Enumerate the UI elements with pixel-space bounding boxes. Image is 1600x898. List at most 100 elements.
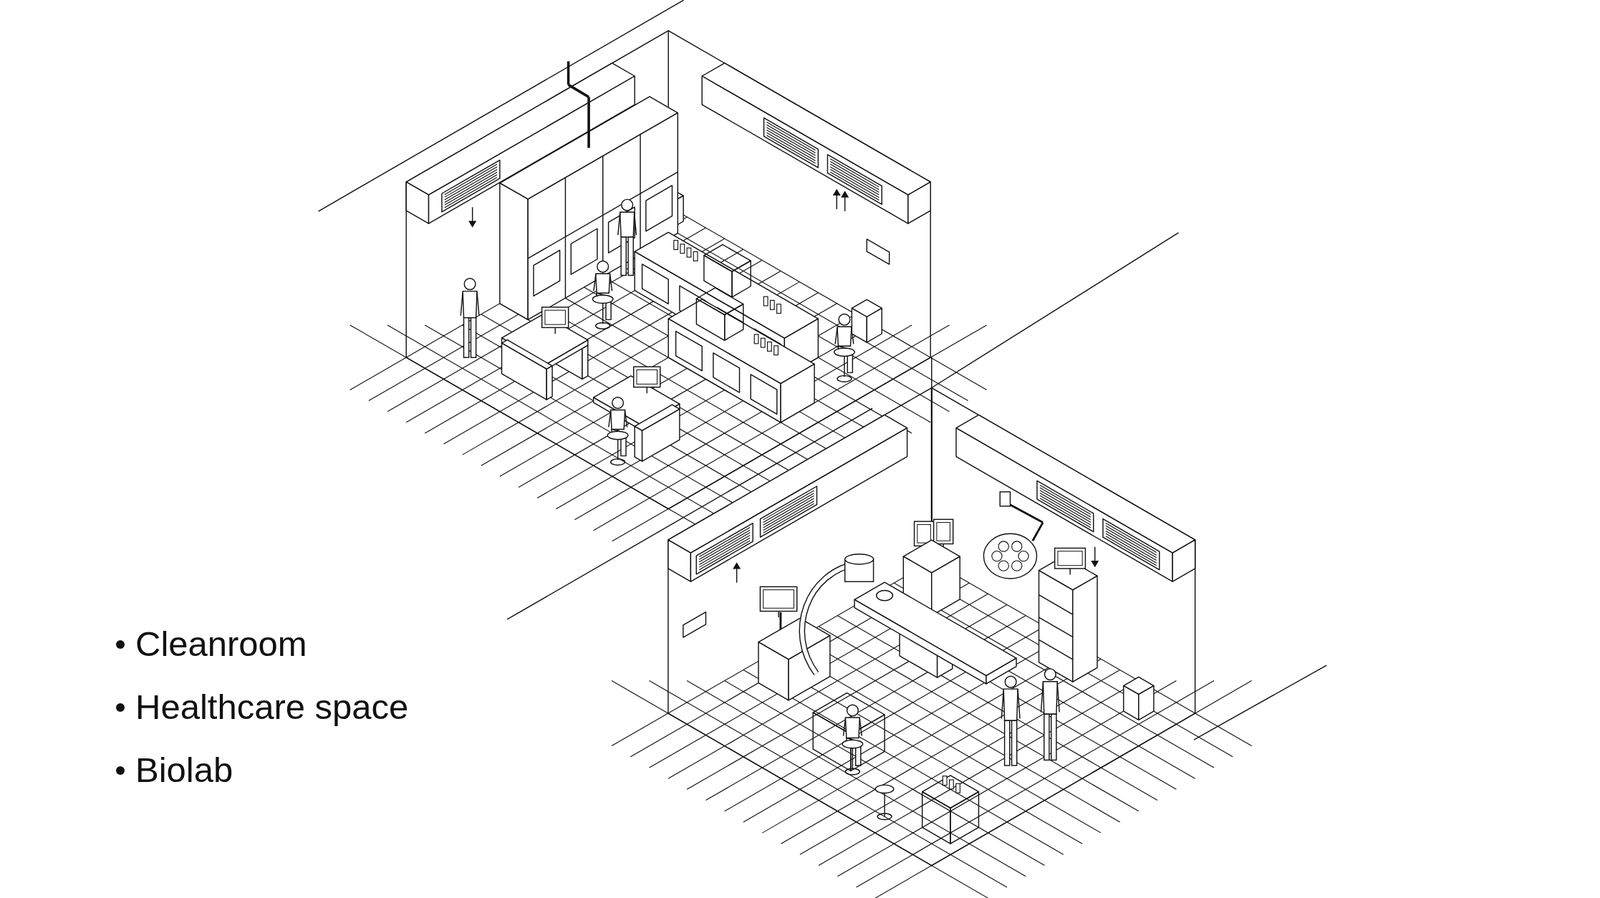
lab-bottle	[769, 300, 775, 310]
air-grille	[699, 535, 750, 566]
air-duct	[668, 540, 691, 582]
bullet-item: Cleanroom	[107, 613, 409, 677]
bullet-item: Healthcare space	[107, 676, 409, 740]
floor-grid	[856, 681, 1214, 888]
air-duct	[701, 63, 931, 195]
extension-line	[931, 232, 1179, 389]
monitor	[936, 522, 951, 542]
desk-panel	[642, 408, 680, 462]
desk-leg	[502, 343, 548, 400]
air-grille	[764, 118, 819, 168]
bullet-dot	[116, 766, 125, 775]
stool	[877, 813, 892, 821]
instrument-trolley	[922, 792, 951, 845]
monitor-boom	[931, 388, 933, 523]
glass-enclosure	[696, 298, 725, 341]
stool	[592, 295, 613, 303]
light-arm	[1004, 502, 1043, 523]
floor-grid	[387, 325, 744, 531]
light-arm	[1032, 522, 1043, 542]
patient	[876, 590, 894, 601]
stool	[837, 376, 852, 383]
airflow-arrow	[469, 221, 476, 227]
monitor	[1054, 547, 1086, 568]
airflow-arrow	[841, 191, 848, 197]
fume-hood	[565, 177, 566, 298]
air-duct	[406, 181, 429, 224]
person-figure	[620, 211, 635, 238]
light-arm	[999, 492, 1010, 507]
person-figure	[476, 292, 480, 316]
waste-bin	[1138, 686, 1154, 721]
person-figure	[838, 313, 851, 326]
desk	[546, 340, 589, 369]
stool	[845, 768, 860, 775]
person-figure	[1057, 682, 1060, 712]
air-grille	[763, 490, 815, 520]
floor-grid	[537, 282, 856, 467]
floor-grid	[837, 615, 1158, 801]
bench-drawer	[642, 264, 669, 304]
bullet-label: Biolab	[135, 751, 233, 790]
person-figure	[464, 317, 470, 359]
lab-bottle	[693, 252, 698, 262]
lab-bottle	[754, 334, 759, 344]
stool	[595, 323, 611, 330]
air-duct	[956, 428, 1173, 582]
air-grille	[444, 164, 498, 195]
person-figure	[847, 704, 859, 717]
storage-cabinet	[1039, 595, 1073, 615]
lab-bottle	[942, 776, 947, 786]
air-grille	[696, 523, 753, 575]
lab-bottle	[767, 342, 773, 352]
floor-grid	[649, 681, 1007, 888]
surgical-light	[991, 550, 1002, 561]
air-grille	[830, 161, 879, 190]
fume-hood	[527, 113, 678, 321]
stool	[617, 439, 619, 461]
glass-enclosure	[731, 260, 751, 298]
waste-bin	[851, 307, 867, 343]
air-grille	[760, 486, 818, 538]
monitor	[1069, 568, 1071, 576]
stool	[610, 459, 626, 466]
lab-bottle	[760, 338, 765, 348]
person-figure	[1017, 690, 1020, 720]
person-figure	[1044, 668, 1057, 681]
bench-drawer	[750, 374, 778, 414]
stool	[834, 348, 855, 356]
desk	[593, 397, 643, 431]
floor-grid	[800, 669, 1121, 855]
air-grille	[1105, 525, 1157, 556]
surgical-light	[1011, 560, 1023, 571]
airflow-arrow	[733, 563, 740, 569]
monitor	[545, 310, 566, 325]
bench-drawer	[713, 353, 740, 393]
bench-drawer	[676, 331, 703, 371]
monitor	[759, 586, 797, 611]
bullet-list: CleanroomHealthcare spaceBiolab	[107, 613, 409, 803]
air-grille	[1102, 519, 1160, 571]
person-figure	[593, 275, 596, 292]
monitor	[633, 366, 661, 387]
operating-table	[854, 582, 1017, 677]
person-figure	[621, 199, 634, 211]
air-grille	[699, 529, 750, 560]
lab-bottle	[956, 783, 961, 793]
fume-hood	[602, 156, 604, 277]
surgical-light	[998, 560, 1009, 571]
air-grille	[766, 135, 816, 164]
lab-bottle	[686, 247, 692, 258]
bullet-dot	[116, 703, 125, 712]
lab-bottle	[949, 779, 954, 790]
room-wall	[668, 388, 1196, 715]
monitor	[646, 387, 648, 394]
person-figure	[1003, 688, 1018, 721]
person-figure	[634, 213, 637, 236]
air-grille	[1039, 487, 1091, 518]
air-grille	[766, 132, 816, 161]
storage-cabinet	[1039, 639, 1073, 659]
exhaust-pipe	[587, 96, 591, 148]
person-figure	[462, 291, 477, 318]
airflow-arrow	[1091, 561, 1098, 567]
